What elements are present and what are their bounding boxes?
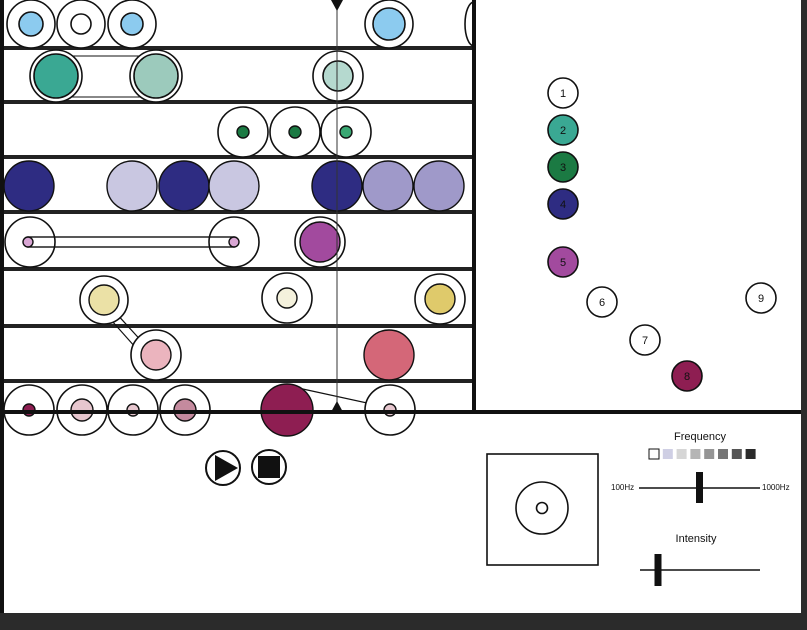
frequency-swatch[interactable] [731, 449, 742, 459]
palette-swatch-6[interactable]: 6 [586, 286, 618, 318]
note-dot[interactable] [158, 160, 210, 212]
palette-swatch-circle[interactable] [547, 151, 579, 183]
note-dot [276, 287, 298, 309]
palette-swatch-label: 6 [599, 297, 605, 309]
note-dot [299, 221, 341, 263]
palette-swatch-circle[interactable] [547, 77, 579, 109]
palette-swatch-1[interactable]: 1 [547, 77, 579, 109]
palette-swatch-4[interactable]: 4 [547, 188, 579, 220]
note-ring-clipped [464, 1, 475, 47]
note-dot [288, 125, 302, 139]
pad-preview-dot [535, 501, 549, 515]
note-ring[interactable] [4, 216, 56, 268]
play-button[interactable] [205, 450, 241, 486]
frequency-swatches [648, 448, 756, 460]
note-dot[interactable] [3, 160, 55, 212]
palette-swatch-circle[interactable] [547, 188, 579, 220]
note-dot [22, 236, 34, 248]
note-dot [424, 283, 456, 315]
palette-swatch-label: 8 [684, 371, 690, 383]
transport-controls [205, 449, 287, 486]
palette-swatch-8[interactable]: 8 [671, 360, 703, 392]
palette-swatch-label: 5 [560, 257, 566, 269]
palette-swatch-label: 9 [758, 293, 764, 305]
frequency-control: Frequency 100Hz 1000Hz [611, 431, 790, 503]
note-dot[interactable] [106, 160, 158, 212]
track-3 [217, 106, 372, 158]
note-dot[interactable] [208, 160, 260, 212]
note-dot [120, 12, 144, 36]
frequency-min-label: 100Hz [611, 483, 634, 492]
palette-swatch-label: 3 [560, 162, 566, 174]
note-dot [33, 53, 79, 99]
note-dot [140, 339, 172, 371]
playhead-top-marker-icon[interactable] [331, 0, 343, 11]
frequency-slider-thumb[interactable] [696, 472, 703, 503]
palette-swatch-circle[interactable] [745, 282, 777, 314]
note-dot [236, 125, 250, 139]
palette-swatch-label: 2 [560, 125, 566, 137]
play-icon [215, 455, 238, 481]
palette-swatch-5[interactable]: 5 [547, 246, 579, 278]
track-5 [4, 216, 346, 268]
palette-swatch-circle[interactable] [586, 286, 618, 318]
frequency-swatch[interactable] [676, 449, 687, 459]
palette-swatch-circle[interactable] [547, 246, 579, 278]
playhead[interactable] [331, 0, 343, 412]
frequency-swatch[interactable] [704, 449, 715, 459]
playhead-bottom-marker-icon[interactable] [331, 401, 343, 412]
palette-swatch-9[interactable]: 9 [745, 282, 777, 314]
frequency-swatch[interactable] [718, 449, 728, 459]
stop-button[interactable] [251, 449, 287, 485]
frequency-swatch[interactable] [662, 449, 673, 459]
note-dot [339, 125, 353, 139]
note-ring[interactable] [208, 216, 260, 268]
frequency-swatch[interactable] [745, 449, 756, 459]
note-dot [322, 60, 354, 92]
palette-swatch-circle[interactable] [629, 324, 661, 356]
palette-swatch-circle[interactable] [671, 360, 703, 392]
pad-preview[interactable] [486, 453, 599, 566]
note-dot [372, 7, 406, 41]
intensity-slider-thumb[interactable] [654, 554, 662, 586]
track-2 [29, 49, 364, 103]
track-1 [6, 0, 475, 49]
note-dot [70, 13, 92, 35]
palette-swatch-label: 1 [560, 88, 566, 100]
note-dot [18, 11, 44, 37]
frequency-max-label: 1000Hz [762, 483, 790, 492]
palette-swatch-label: 7 [642, 335, 648, 347]
note-dot[interactable] [413, 160, 465, 212]
palette-swatch-7[interactable]: 7 [629, 324, 661, 356]
frequency-swatch[interactable] [690, 449, 701, 459]
color-palette: 1 2 3 4 5 6 7 8 9 [547, 77, 777, 392]
palette-swatch-2[interactable]: 2 [547, 114, 579, 146]
palette-swatch-circle[interactable] [547, 114, 579, 146]
intensity-label: Intensity [676, 533, 717, 545]
note-link [27, 236, 235, 248]
note-dot [133, 53, 179, 99]
note-dot[interactable] [362, 160, 414, 212]
frequency-swatch[interactable] [648, 448, 660, 460]
palette-swatch-label: 4 [560, 199, 566, 211]
track-7 [130, 329, 415, 381]
note-dot [228, 236, 240, 248]
stop-icon [258, 456, 280, 478]
note-dot [88, 284, 120, 316]
note-dot[interactable] [363, 329, 415, 381]
frequency-label: Frequency [674, 431, 726, 443]
intensity-control: Intensity [640, 533, 760, 586]
palette-swatch-3[interactable]: 3 [547, 151, 579, 183]
